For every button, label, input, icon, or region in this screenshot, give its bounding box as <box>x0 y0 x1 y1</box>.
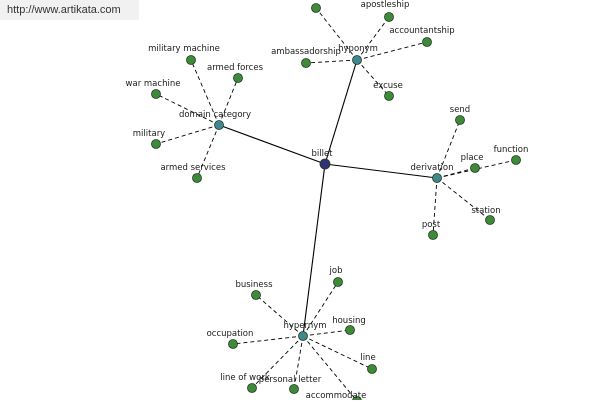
leaf-label-line: line <box>360 353 375 363</box>
edge-derivation-send <box>436 119 461 179</box>
leaf-node-accountantship[interactable] <box>422 37 432 47</box>
leaf-node-place[interactable] <box>470 163 480 173</box>
edge-hypernym-personal-letter <box>293 335 304 390</box>
leaf-node-function[interactable] <box>511 155 521 165</box>
leaf-label-accommodate: accommodate <box>306 391 367 400</box>
edge-root-domain-category <box>218 124 326 165</box>
leaf-node-send[interactable] <box>455 115 465 125</box>
leaf-label-accountantship: accountantship <box>389 26 454 36</box>
leaf-node-ambassadorship[interactable] <box>301 58 311 68</box>
hub-label-hyponym: hyponym <box>338 44 378 54</box>
leaf-label-excuse: excuse <box>373 81 403 91</box>
edge-hypernym-accommodate <box>302 335 358 402</box>
leaf-label-personal-letter: personal letter <box>259 375 322 385</box>
edge-hypernym-housing <box>302 329 351 337</box>
nodes-layer: apostleship accountantship ambassadorship e… <box>126 0 529 404</box>
watermark-url: http://www.artikata.com <box>0 0 139 20</box>
edge-derivation-station <box>436 177 491 221</box>
root-node-billet[interactable] <box>319 158 331 170</box>
edges-layer <box>155 7 517 402</box>
edge-hypernym-occupation <box>232 335 304 345</box>
leaf-label-job: job <box>329 266 343 276</box>
edge-hyponym-apostleship <box>356 16 390 61</box>
edge-hypernym-job <box>302 281 339 337</box>
leaf-node-military-machine[interactable] <box>186 55 196 65</box>
edge-domain-category-military <box>155 124 220 145</box>
leaf-label-military: military <box>133 129 165 139</box>
edge-domain-category-armed-forces <box>218 77 239 126</box>
leaf-label-station: station <box>471 206 500 216</box>
leaf-label-housing: housing <box>332 316 366 326</box>
edge-hyponym-ambassadorship <box>305 59 358 64</box>
leaf-label-function: function <box>494 145 529 155</box>
edge-domain-category-armed-services <box>196 124 220 179</box>
edge-hyponym-accountantship <box>356 41 428 61</box>
edge-root-hypernym <box>302 163 326 337</box>
leaf-label-military-machine: military machine <box>148 44 220 54</box>
leaf-label-post: post <box>422 220 441 230</box>
leaf-node-post[interactable] <box>428 230 438 240</box>
hub-node-hypernym[interactable] <box>298 331 308 341</box>
leaf-node-armed-forces[interactable] <box>233 73 243 83</box>
edge-hypernym-line-of-work <box>251 335 304 389</box>
edge-domain-category-war-machine <box>155 93 220 126</box>
edge-root-hyponym <box>324 59 358 165</box>
leaf-node-armed-services[interactable] <box>192 173 202 183</box>
leaf-label-send: send <box>450 105 470 115</box>
leaf-node-apostleship[interactable] <box>384 12 394 22</box>
leaf-label-war-machine: war machine <box>126 79 181 89</box>
edge-hypernym-line <box>302 335 373 370</box>
leaf-node-housing[interactable] <box>345 325 355 335</box>
leaf-node-war-machine[interactable] <box>151 89 161 99</box>
leaf-label-ambassadorship: ambassadorship <box>271 47 341 57</box>
edge-hyponym-excuse <box>356 59 390 97</box>
leaf-label-occupation: occupation <box>207 329 254 339</box>
edge-derivation-post <box>432 177 438 236</box>
leaf-label-apostleship: apostleship <box>361 0 410 10</box>
leaf-label-armed-forces: armed forces <box>207 63 264 73</box>
leaf-node-line[interactable] <box>367 364 377 374</box>
hub-label-domain-category: domain category <box>179 110 251 120</box>
leaf-label-line-of-work: line of work <box>220 373 270 383</box>
root-label: billet <box>311 149 333 159</box>
leaf-node-excuse[interactable] <box>384 91 394 101</box>
hub-label-hypernym: hypernym <box>283 321 326 331</box>
edge-domain-category-military-machine <box>190 59 220 126</box>
leaf-node-station[interactable] <box>485 215 495 225</box>
leaf-label-business: business <box>235 280 273 290</box>
leaf-node-military[interactable] <box>151 139 161 149</box>
leaf-node-leaf-4[interactable] <box>311 3 321 13</box>
hub-node-hyponym[interactable] <box>352 55 362 65</box>
leaf-node-personal-letter[interactable] <box>289 384 299 394</box>
leaf-node-line-of-work[interactable] <box>247 383 257 393</box>
leaf-node-job[interactable] <box>333 277 343 287</box>
hub-label-derivation: derivation <box>410 163 453 173</box>
leaf-node-occupation[interactable] <box>228 339 238 349</box>
leaf-node-business[interactable] <box>251 290 261 300</box>
edge-hypernym-business <box>255 294 304 337</box>
hub-node-derivation[interactable] <box>432 173 442 183</box>
edge-root-derivation <box>324 163 438 179</box>
leaf-label-armed-services: armed services <box>160 163 226 173</box>
hub-node-domain-category[interactable] <box>214 120 224 130</box>
leaf-label-place: place <box>461 153 484 163</box>
